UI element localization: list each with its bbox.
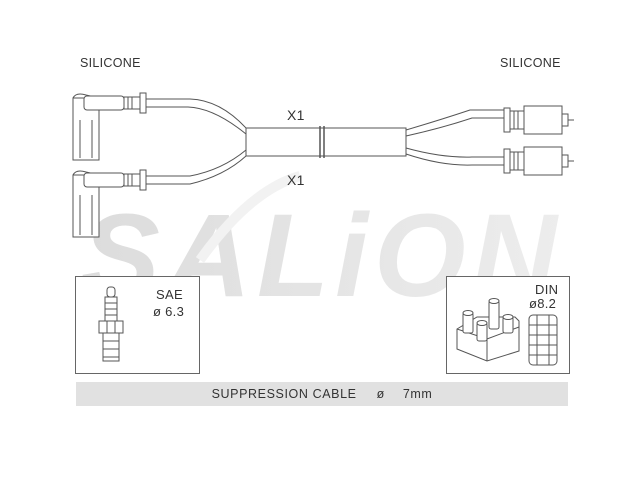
center-sleeve (245, 126, 407, 158)
right-connector-bottom (503, 146, 574, 176)
banner-text: SUPPRESSION CABLE (211, 387, 357, 401)
terminal-standard-din: DIN (535, 282, 559, 297)
left-boot-bottom (72, 169, 147, 238)
cable-size: 7mm (402, 387, 433, 401)
spark-plug-terminal-icon (98, 286, 124, 362)
terminal-box-sae: SAE ø 6.3 (75, 276, 200, 374)
left-boot-top (72, 92, 147, 161)
din-terminal-icon (456, 298, 558, 366)
terminal-box-din: DIN ø8.2 (446, 276, 570, 374)
right-connector-top (503, 105, 574, 135)
right-material-label: SILICONE (500, 56, 561, 70)
terminal-size-sae: ø 6.3 (153, 304, 185, 319)
terminal-standard-sae: SAE (156, 287, 183, 302)
diameter-symbol: ø (376, 387, 385, 401)
right-wires (405, 109, 504, 166)
cable-spec-banner: SUPPRESSION CABLE ø 7mm (76, 382, 568, 406)
quantity-label-top: X1 (287, 107, 305, 123)
left-material-label: SILICONE (80, 56, 141, 70)
left-wires (146, 98, 247, 185)
terminal-size-din: ø8.2 (529, 296, 557, 311)
quantity-label-bottom: X1 (287, 172, 305, 188)
